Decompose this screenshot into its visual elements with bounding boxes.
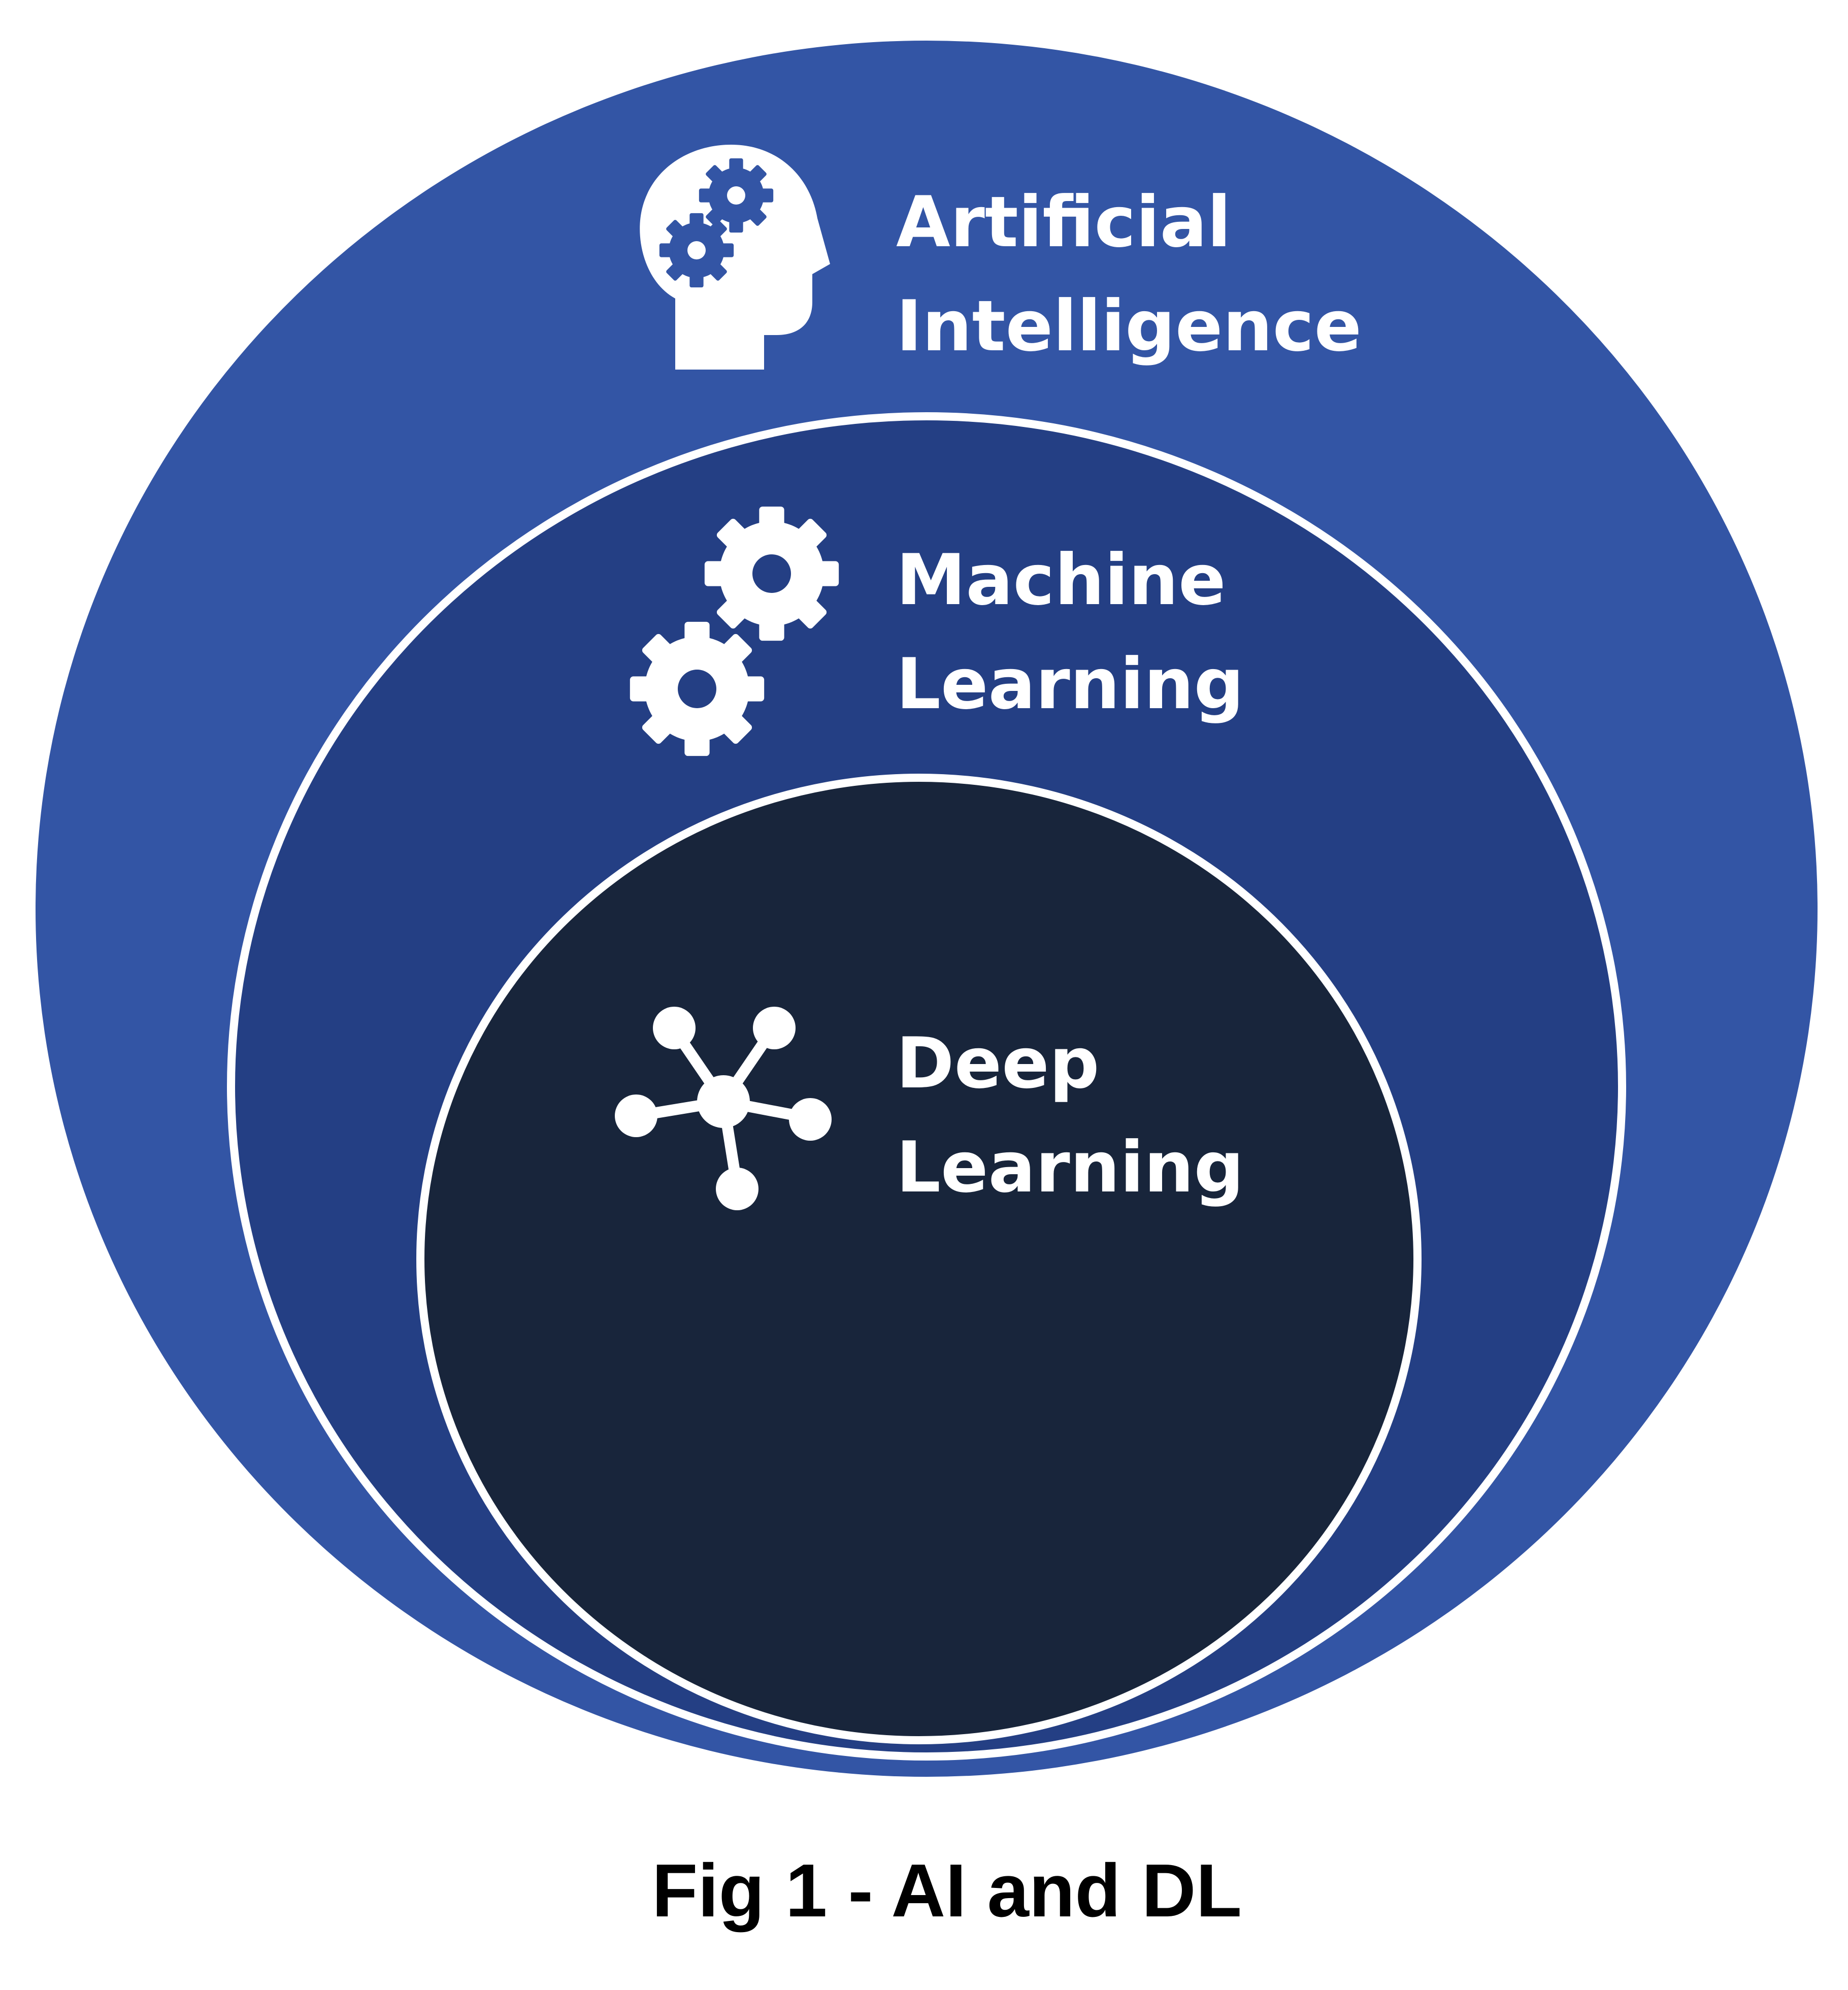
gears-icon	[630, 506, 839, 756]
ml-label-line2: Learning	[896, 643, 1244, 725]
ml-label-line1: Machine	[896, 539, 1226, 621]
network-icon	[615, 1007, 832, 1210]
ai-label-line2: Intelligence	[896, 285, 1362, 367]
dl-label-line2: Learning	[896, 1126, 1244, 1208]
figure-caption: Fig 1 - AI and DL	[652, 1849, 1242, 1933]
ai-label-line1: Artificial	[896, 181, 1231, 263]
dl-circle	[416, 774, 1422, 1744]
brain-gears-icon	[640, 145, 830, 370]
dl-label-line1: Deep	[896, 1022, 1100, 1104]
